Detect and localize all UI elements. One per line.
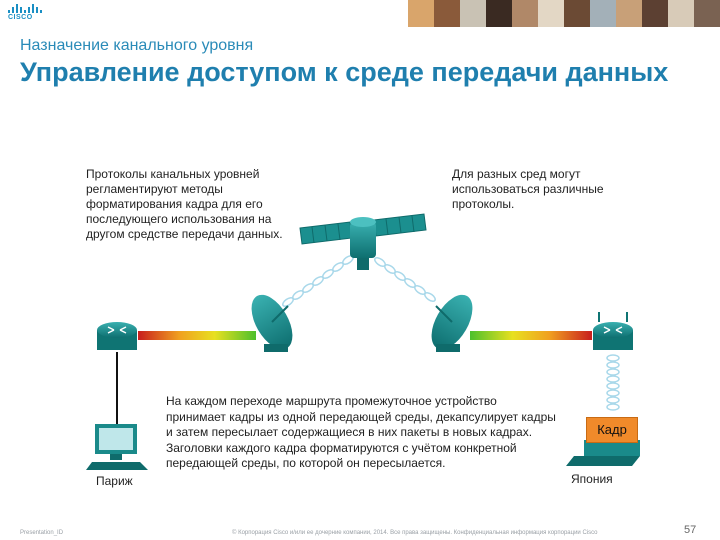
note-hop-processing: На каждом переходе маршрута промежуточно… bbox=[166, 394, 556, 470]
note-different-media: Для разных сред могут использоваться раз… bbox=[452, 167, 604, 211]
satellite-icon bbox=[299, 213, 427, 270]
slide-title: Управление доступом к среде передачи дан… bbox=[20, 57, 669, 87]
label-paris: Париж bbox=[96, 474, 133, 488]
satellite-link-right bbox=[374, 257, 436, 302]
top-bar: CISCO bbox=[0, 0, 720, 27]
laptop-icon bbox=[566, 440, 640, 466]
satellite-dish-icon bbox=[431, 294, 473, 352]
wireless-signal-icon bbox=[606, 354, 620, 411]
logo-text: CISCO bbox=[8, 14, 33, 21]
page-number: 57 bbox=[684, 524, 697, 536]
footer-presentation-id: Presentation_ID bbox=[20, 530, 64, 536]
router-icon bbox=[97, 322, 137, 350]
satellite-link-left bbox=[282, 255, 354, 307]
slide-subtitle: Назначение канального уровня bbox=[20, 37, 254, 54]
label-japan: Япония bbox=[571, 472, 613, 486]
frame-badge: Кадр bbox=[586, 417, 638, 443]
note-protocols: Протоколы канальных уровней регламентиру… bbox=[86, 167, 283, 241]
pc-icon bbox=[86, 424, 148, 470]
satellite-dish-icon bbox=[251, 294, 293, 352]
footer-copyright: © Корпорация Cisco и/или ее дочерние ком… bbox=[232, 530, 598, 536]
wireless-router-icon bbox=[593, 312, 633, 350]
link-paris-left bbox=[138, 331, 256, 340]
link-japan-right bbox=[470, 331, 592, 340]
header-photo-strip bbox=[408, 0, 720, 27]
cisco-logo-icon: CISCO bbox=[8, 4, 44, 24]
